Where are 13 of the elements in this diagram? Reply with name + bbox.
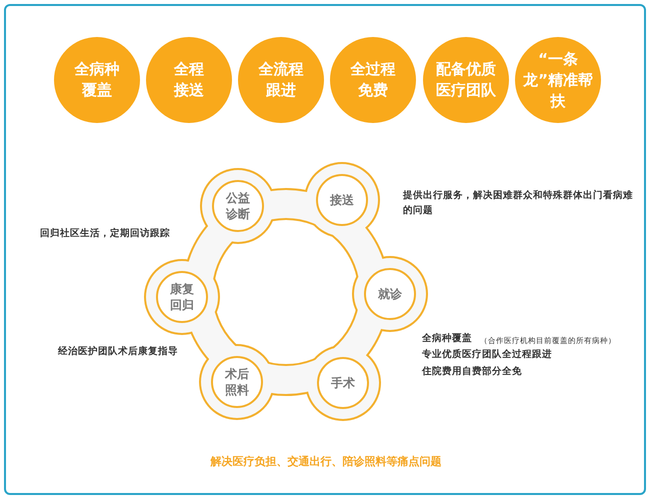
feature-circle: “一条龙”精准帮扶	[515, 37, 601, 123]
description-text: 专业优质医疗团队全过程跟进	[422, 348, 553, 362]
feature-circle: 全程接送	[146, 37, 232, 123]
description-text: 提供出行服务，解决困难群众和特殊群体出门看病难的问题	[403, 188, 634, 218]
caption: 解决医疗负担、交通出行、陪诊照料等痛点问题	[209, 454, 442, 469]
description-text: 经治医护团队术后康复指导	[58, 344, 179, 359]
description-text: 全病种覆盖	[422, 332, 472, 346]
feature-circle: 全过程免费	[330, 37, 416, 123]
feature-circle: 配备优质医疗团队	[423, 37, 509, 123]
description-text: 回归社区生活，定期回访跟踪	[40, 226, 171, 241]
feature-circle: 全流程跟进	[238, 37, 324, 123]
feature-circle: 全病种覆盖	[54, 37, 140, 123]
description-text: 住院费用自费部分全免	[422, 364, 523, 379]
